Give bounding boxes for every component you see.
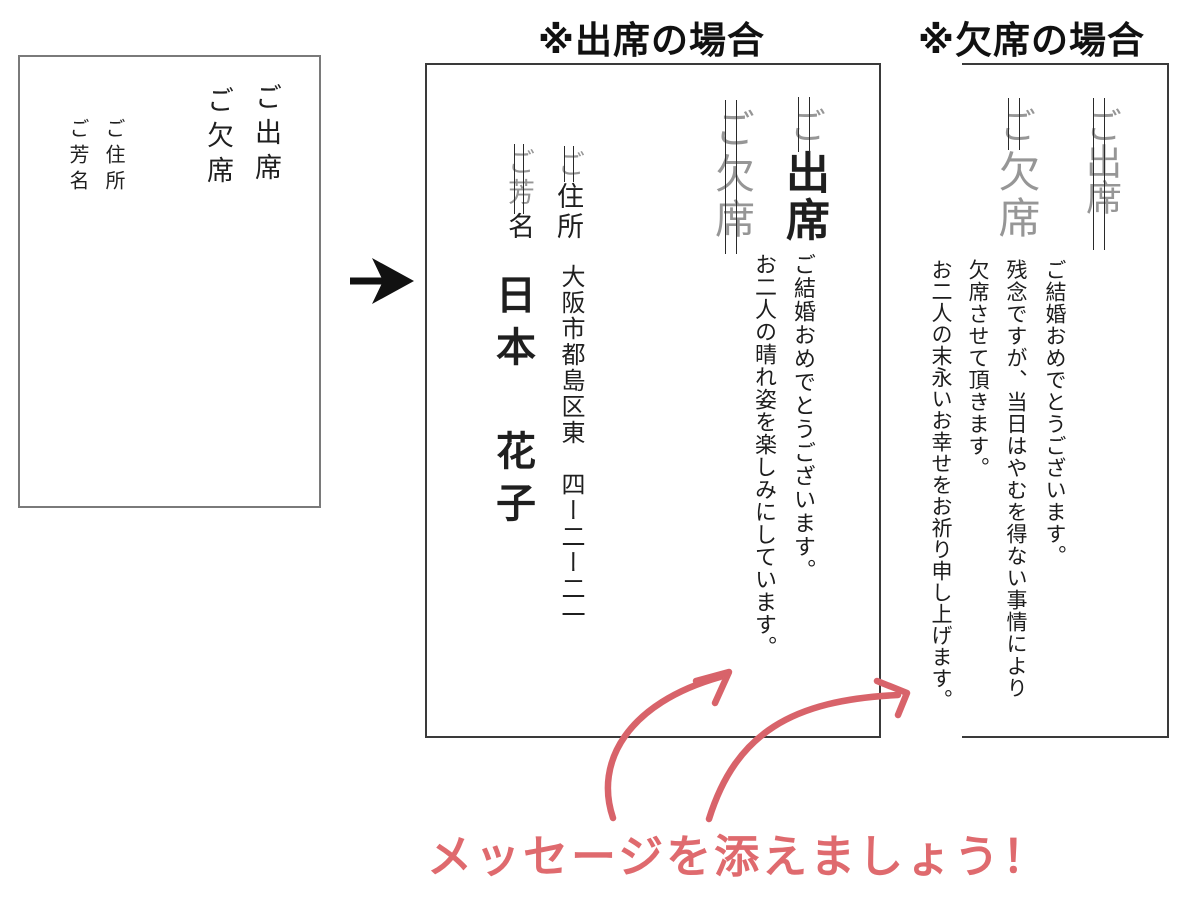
attend-decline-struck: ご欠席 (709, 108, 753, 243)
blank-decline-label: ご欠席 (203, 86, 233, 191)
attend-honorific-struck: ご (785, 107, 826, 143)
attend-choice-kept: 出席 (779, 150, 828, 244)
transform-arrow (350, 258, 414, 304)
blank-attend-label: ご出席 (251, 83, 281, 188)
decline-message-line-4: お二人の末永いお幸せをお祈り申し上げます。 (929, 259, 953, 711)
attend-address-honorific-struck: ご (554, 150, 584, 177)
strike-decline-attend-column (1093, 98, 1105, 250)
blank-address-label: ご住所 (102, 118, 124, 196)
decline-choice-kept: 欠席 (993, 150, 1040, 242)
attend-address-value: 大阪市都島区東 四ー二ー二一 (557, 264, 583, 628)
strike-attend-honorific (798, 97, 810, 152)
attend-example-card (425, 63, 881, 738)
attend-name-honorific-struck: ご芳 (504, 148, 534, 208)
attend-message-line-2: お二人の晴れ姿を楽しみにしています。 (752, 253, 777, 658)
transform-arrow-head (372, 258, 414, 304)
attend-message-line-1: ご結婚おめでとうございます。 (791, 253, 816, 582)
decline-honorific-struck: ご (995, 107, 1036, 143)
strike-attend-name-honorific (514, 144, 524, 214)
decline-message-line-2: 残念ですが、当日はやむを得ない事情により (1004, 259, 1028, 699)
strike-attend-address-honorific (564, 146, 574, 182)
attend-address-label: 住所 (553, 182, 583, 242)
blank-name-label: ご芳名 (66, 118, 88, 196)
callout-arrow-head-decline (873, 677, 911, 719)
decline-message-line-3: 欠席させて頂きます。 (966, 259, 990, 479)
decline-example-card (962, 63, 1169, 738)
attend-name-value: 日本 花子 (490, 274, 535, 534)
decline-case-heading: ※欠席の場合 (918, 20, 1145, 61)
blank-rsvp-card (18, 55, 321, 508)
callout-text: メッセージを添えましょう！ (427, 831, 1051, 882)
strike-attend-decline-column (725, 100, 737, 254)
decline-attend-honorific-struck: ご出席 (1081, 107, 1122, 215)
attend-name-label: 名 (504, 212, 534, 239)
decline-message-line-1: ご結婚おめでとうございます。 (1043, 259, 1067, 567)
attend-case-heading: ※出席の場合 (538, 20, 765, 61)
strike-decline-honorific (1008, 98, 1020, 150)
